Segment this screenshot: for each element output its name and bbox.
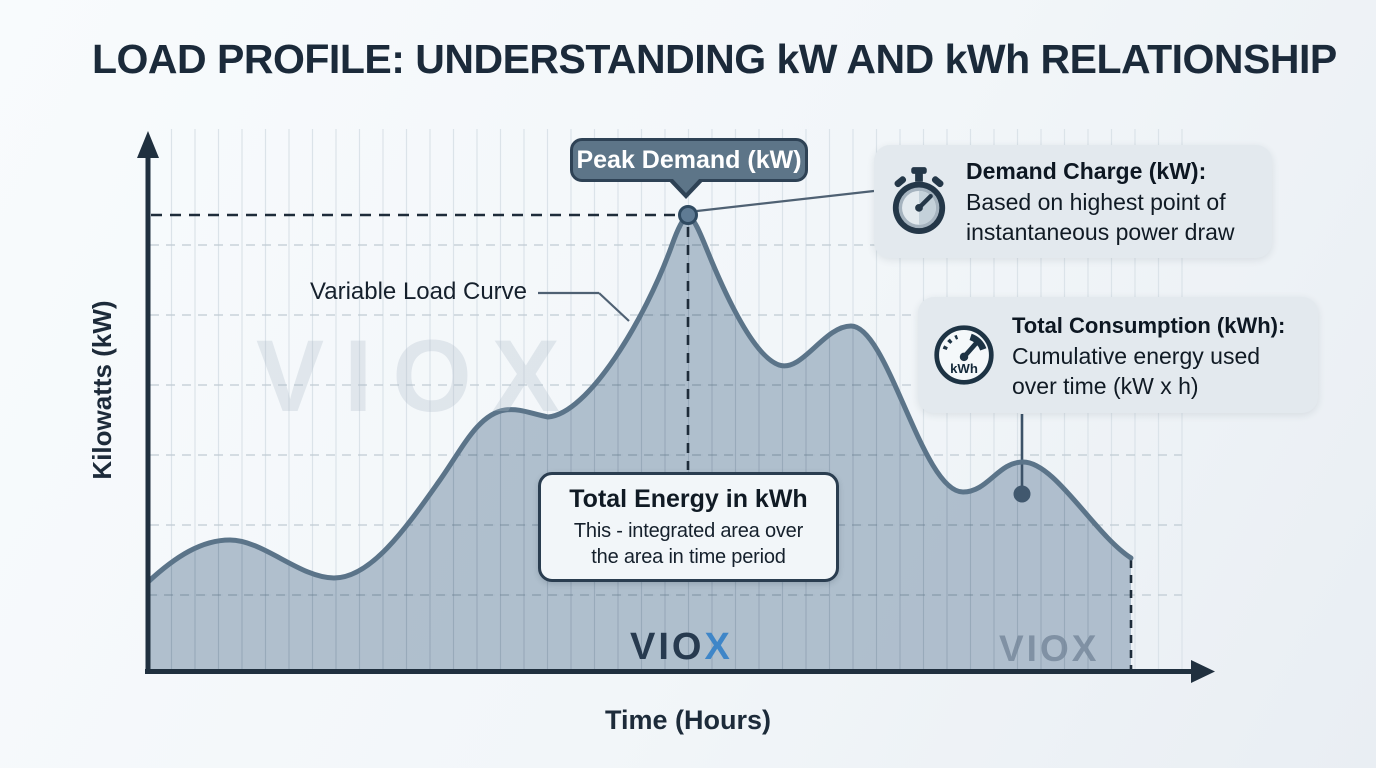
peak-demand-badge: Peak Demand (kW) (570, 138, 808, 199)
total-consumption-title: Total Consumption (kWh): (1012, 312, 1286, 338)
watermark-viox-gray: VIOX (999, 628, 1100, 669)
total-consumption-line2: over time (kW x h) (1012, 372, 1199, 399)
demand-charge-line2: instantaneous power draw (966, 219, 1235, 245)
watermark-viox-logo: VIOX (630, 626, 733, 669)
demand-charge-callout: Demand Charge (kW): Based on highest poi… (874, 145, 1272, 258)
x-axis-label: Time (Hours) (604, 705, 772, 735)
demand-charge-line1: Based on highest point of (966, 189, 1226, 215)
total-energy-box: Total Energy in kWh This - integrated ar… (538, 472, 839, 582)
y-axis-label: Kilowatts (kW) (87, 300, 117, 480)
total-energy-line2: the area in time period (591, 545, 786, 568)
gauge-kwh-label: kWh (950, 361, 978, 376)
total-consumption-line1: Cumulative energy used (1012, 342, 1261, 369)
total-consumption-callout: kWh Total Consumption (kWh): Cumulative … (918, 297, 1318, 413)
demand-charge-title: Demand Charge (kW): (966, 158, 1207, 184)
watermark-viox-logo-dark: VIO (630, 626, 705, 668)
page-title: LOAD PROFILE: UNDERSTANDING kW AND kWh R… (92, 36, 1337, 82)
total-energy-title: Total Energy in kWh (569, 484, 808, 513)
stopwatch-icon (888, 166, 950, 237)
watermark-viox-logo-x: X (704, 626, 733, 668)
watermark-viox-large: VIOX (256, 319, 580, 433)
gauge-kwh-icon: kWh (932, 323, 996, 387)
variable-load-curve-label: Variable Load Curve (310, 278, 528, 305)
peak-demand-badge-label: Peak Demand (kW) (576, 145, 802, 174)
total-energy-line1: This - integrated area over (573, 519, 804, 542)
